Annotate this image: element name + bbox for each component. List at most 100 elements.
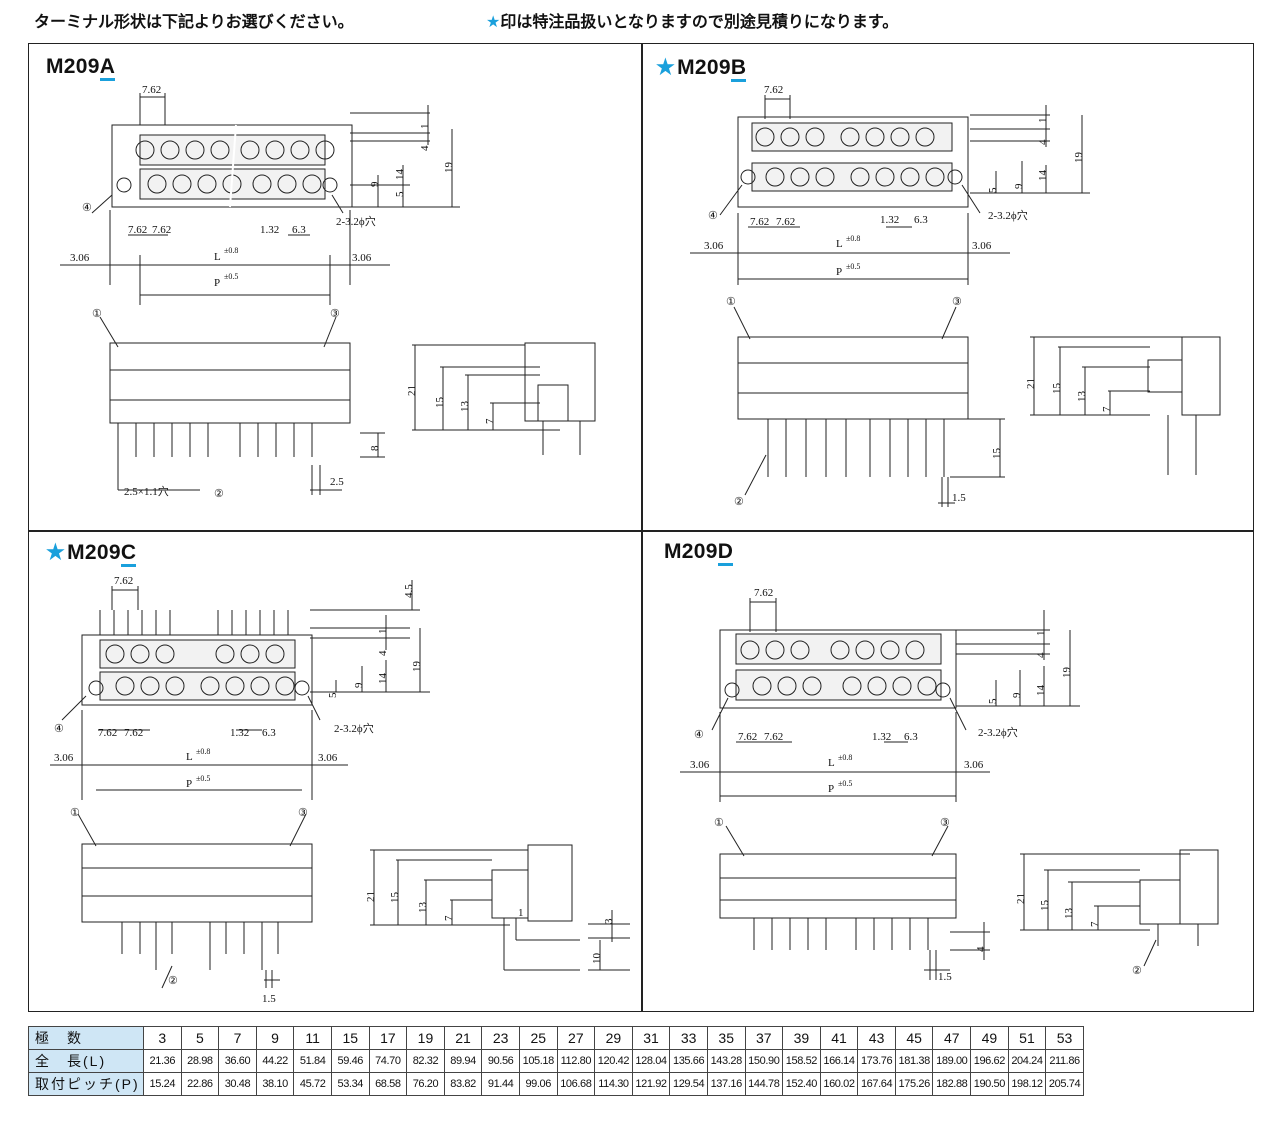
block-side-view <box>524 342 596 422</box>
table-cell: 38.10 <box>255 1072 295 1096</box>
table-cell: 114.30 <box>594 1072 633 1096</box>
dimension-label: L <box>836 238 843 250</box>
dimension-label: 9 <box>353 682 365 688</box>
table-cell: 150.90 <box>744 1049 784 1073</box>
table-cell: 33 <box>669 1026 708 1050</box>
table-cell: 7 <box>218 1026 257 1050</box>
table-cell: 59.46 <box>330 1049 370 1073</box>
table-cell: 36.60 <box>218 1049 257 1073</box>
header-note-left: ターミナル形状は下記よりお選びください。 <box>34 12 354 31</box>
dimension-label: 1.32 <box>230 727 249 739</box>
table-cell: 105.18 <box>518 1049 558 1073</box>
dimension-label: 3.06 <box>352 252 372 264</box>
dimension-label: ±0.8 <box>196 747 210 756</box>
block-front-view <box>109 342 351 424</box>
dimension-label: 7 <box>1101 406 1113 412</box>
dimension-label: 1.32 <box>880 214 899 226</box>
star-icon: ★ <box>486 12 501 31</box>
dimension-label: 21 <box>365 891 377 902</box>
dimension-label: 7.62 <box>738 731 757 743</box>
pin-row-top <box>99 610 289 635</box>
dimension-label: 8 <box>369 445 381 451</box>
dimension-label: ① <box>70 807 80 819</box>
dimension-label: ±0.8 <box>224 246 238 255</box>
dimension-label: 21 <box>406 385 418 396</box>
dimension-label: 7.62 <box>754 587 773 599</box>
screw-row-lower <box>752 676 937 696</box>
dimension-label: ±0.5 <box>196 774 210 783</box>
dimension-label: 21 <box>1015 893 1027 904</box>
block-front-view <box>737 336 969 420</box>
dimension-label: ±0.5 <box>838 779 852 788</box>
table-cell: 3 <box>143 1026 182 1050</box>
dimension-label: 1.5 <box>952 492 966 504</box>
dimension-label: ±0.8 <box>838 753 852 762</box>
header-note-right: ★印は特注品扱いとなりますので別途見積りになります。 <box>486 8 898 32</box>
dimension-label: 2-3.2ϕ穴 <box>978 725 1018 739</box>
model-title-c: ★M209C <box>46 540 137 567</box>
table-cell: 205.74 <box>1045 1072 1084 1096</box>
drawing-frame <box>28 43 1254 1012</box>
frame-divider-horizontal <box>29 530 1253 532</box>
table-cell: 112.80 <box>556 1049 596 1073</box>
dimension-label: 14 <box>394 169 406 181</box>
dimension-label: ④ <box>54 723 64 735</box>
dimension-label: L <box>828 757 835 769</box>
mount-hole-right <box>294 680 310 696</box>
dimension-label: 3.06 <box>704 240 724 252</box>
model-title-a: M209A <box>46 55 116 81</box>
dimension-label: 2.5 <box>330 476 344 488</box>
table-row-label: 取付ピッチ(P) <box>28 1072 144 1096</box>
table-cell: 160.02 <box>819 1072 859 1096</box>
table-cell: 41 <box>819 1026 859 1050</box>
table-cell: 190.50 <box>970 1072 1009 1096</box>
table-cell: 135.66 <box>669 1049 708 1073</box>
table-cell: 175.26 <box>894 1072 934 1096</box>
dimension-label: ±0.5 <box>224 272 238 281</box>
dimension-label: ④ <box>82 202 92 214</box>
table-cell: 89.94 <box>443 1049 483 1073</box>
table-cell: 49 <box>970 1026 1009 1050</box>
dimension-label: 2.5×1.1穴 <box>124 484 169 498</box>
table-cell: 44.22 <box>255 1049 295 1073</box>
table-cell: 17 <box>368 1026 408 1050</box>
dimension-label: 7.62 <box>776 216 795 228</box>
dimension-label: 1.32 <box>260 224 279 236</box>
dimension-label: 9 <box>1011 692 1023 698</box>
mount-hole-left <box>116 177 132 193</box>
table-cell: 37 <box>744 1026 784 1050</box>
dimension-label: 7 <box>443 915 455 921</box>
table-cell: 43 <box>857 1026 896 1050</box>
dimension-label: 3.06 <box>690 759 710 771</box>
mount-hole-left <box>740 169 756 185</box>
table-cell: 45 <box>894 1026 934 1050</box>
table-cell: 167.64 <box>857 1072 896 1096</box>
table-cell: 158.52 <box>782 1049 821 1073</box>
table-cell: 19 <box>406 1026 445 1050</box>
table-cell: 181.38 <box>894 1049 934 1073</box>
dimension-label: 6.3 <box>914 214 928 226</box>
dimension-label: 5 <box>987 187 999 193</box>
dimension-label: 9 <box>369 181 381 187</box>
dimension-label: 15 <box>434 397 446 409</box>
block-side-view <box>1179 849 1219 925</box>
dimension-label: ④ <box>694 729 704 741</box>
dimension-label: 13 <box>1076 391 1088 403</box>
table-cell: 173.76 <box>857 1049 896 1073</box>
dimension-label: ④ <box>708 210 718 222</box>
dimension-label: L <box>186 751 193 763</box>
table-cell: 51 <box>1007 1026 1047 1050</box>
dimension-label: 7.62 <box>764 85 783 96</box>
dimension-label: 7.62 <box>128 224 147 236</box>
table-cell: 211.86 <box>1045 1049 1084 1073</box>
dimension-label: 7.62 <box>142 85 161 96</box>
dimension-label: ③ <box>298 807 308 819</box>
screw-row-upper <box>135 140 335 160</box>
dimension-label: 3 <box>603 918 615 924</box>
dimension-label: 6.3 <box>904 731 918 743</box>
block-front-view <box>81 843 313 923</box>
